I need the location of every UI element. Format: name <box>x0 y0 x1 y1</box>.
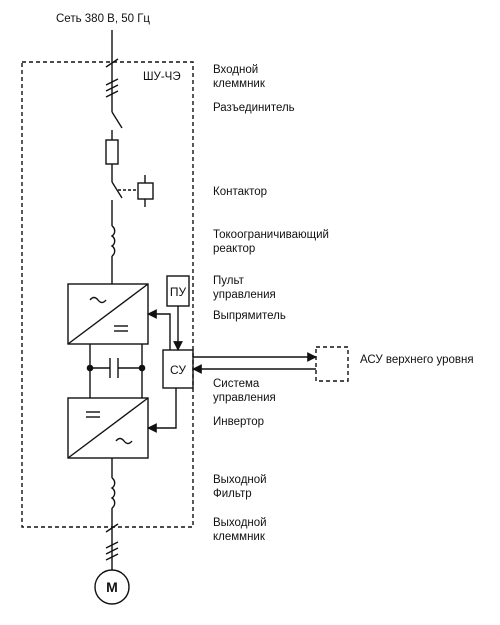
supply-label: Сеть 380 В, 50 Гц <box>56 13 151 25</box>
output-filter-label: Выходной Фильтр <box>213 473 267 501</box>
disconnector-symbol <box>111 111 123 140</box>
contactor-symbol <box>111 175 154 226</box>
output-filter-label-line2: Фильтр <box>213 488 252 500</box>
inverter-block <box>67 397 149 459</box>
input-terminal-label-line1: Входной <box>213 64 259 76</box>
output-filter-coil-symbol <box>110 477 116 509</box>
output-terminal-symbol <box>105 523 119 561</box>
control-system-label: Система управления <box>213 377 276 405</box>
reactor-label: Токоограничивающий реактор <box>213 228 329 256</box>
reactor-coil-symbol <box>110 225 116 257</box>
output-terminal-label-line1: Выходной <box>213 517 267 529</box>
fuse-symbol <box>105 139 119 165</box>
control-panel-label-line1: Пульт <box>213 275 244 287</box>
contactor-label: Контактор <box>213 186 268 198</box>
output-terminal-label: Выходной клеммник <box>213 516 267 544</box>
cabinet-label: ШУ-ЧЭ <box>143 71 181 83</box>
control-system-label-line1: Система <box>213 378 260 390</box>
motor-symbol <box>94 569 130 605</box>
input-terminal-symbol <box>105 58 119 98</box>
asu-label: АСУ верхнего уровня <box>360 354 474 366</box>
control-system-label-line2: управления <box>213 392 276 404</box>
motor-abbr: М <box>106 579 118 595</box>
control-system-abbr: СУ <box>170 363 186 377</box>
cs-to-inverter-line <box>147 388 177 433</box>
reactor-label-line2: реактор <box>213 243 256 255</box>
input-terminal-label-line2: клеммник <box>213 78 265 90</box>
asu-box <box>315 346 349 382</box>
output-terminal-label-line2: клеммник <box>213 531 265 543</box>
reactor-label-line1: Токоограничивающий <box>213 229 329 241</box>
cs-to-rectifier-line <box>147 309 171 350</box>
cabinet-boundary <box>21 61 194 528</box>
input-terminal-label: Входной клеммник <box>213 63 265 91</box>
control-panel-label-line2: управления <box>213 289 276 301</box>
dc-link <box>86 344 146 398</box>
control-panel-abbr: ПУ <box>170 285 187 299</box>
control-panel-label: Пульт управления <box>213 274 276 302</box>
disconnector-label: Разъединитель <box>213 102 295 114</box>
rectifier-label: Выпрямитель <box>213 310 286 322</box>
output-filter-label-line1: Выходной <box>213 474 267 486</box>
rectifier-block <box>67 283 149 345</box>
inverter-label: Инвертор <box>213 416 265 428</box>
